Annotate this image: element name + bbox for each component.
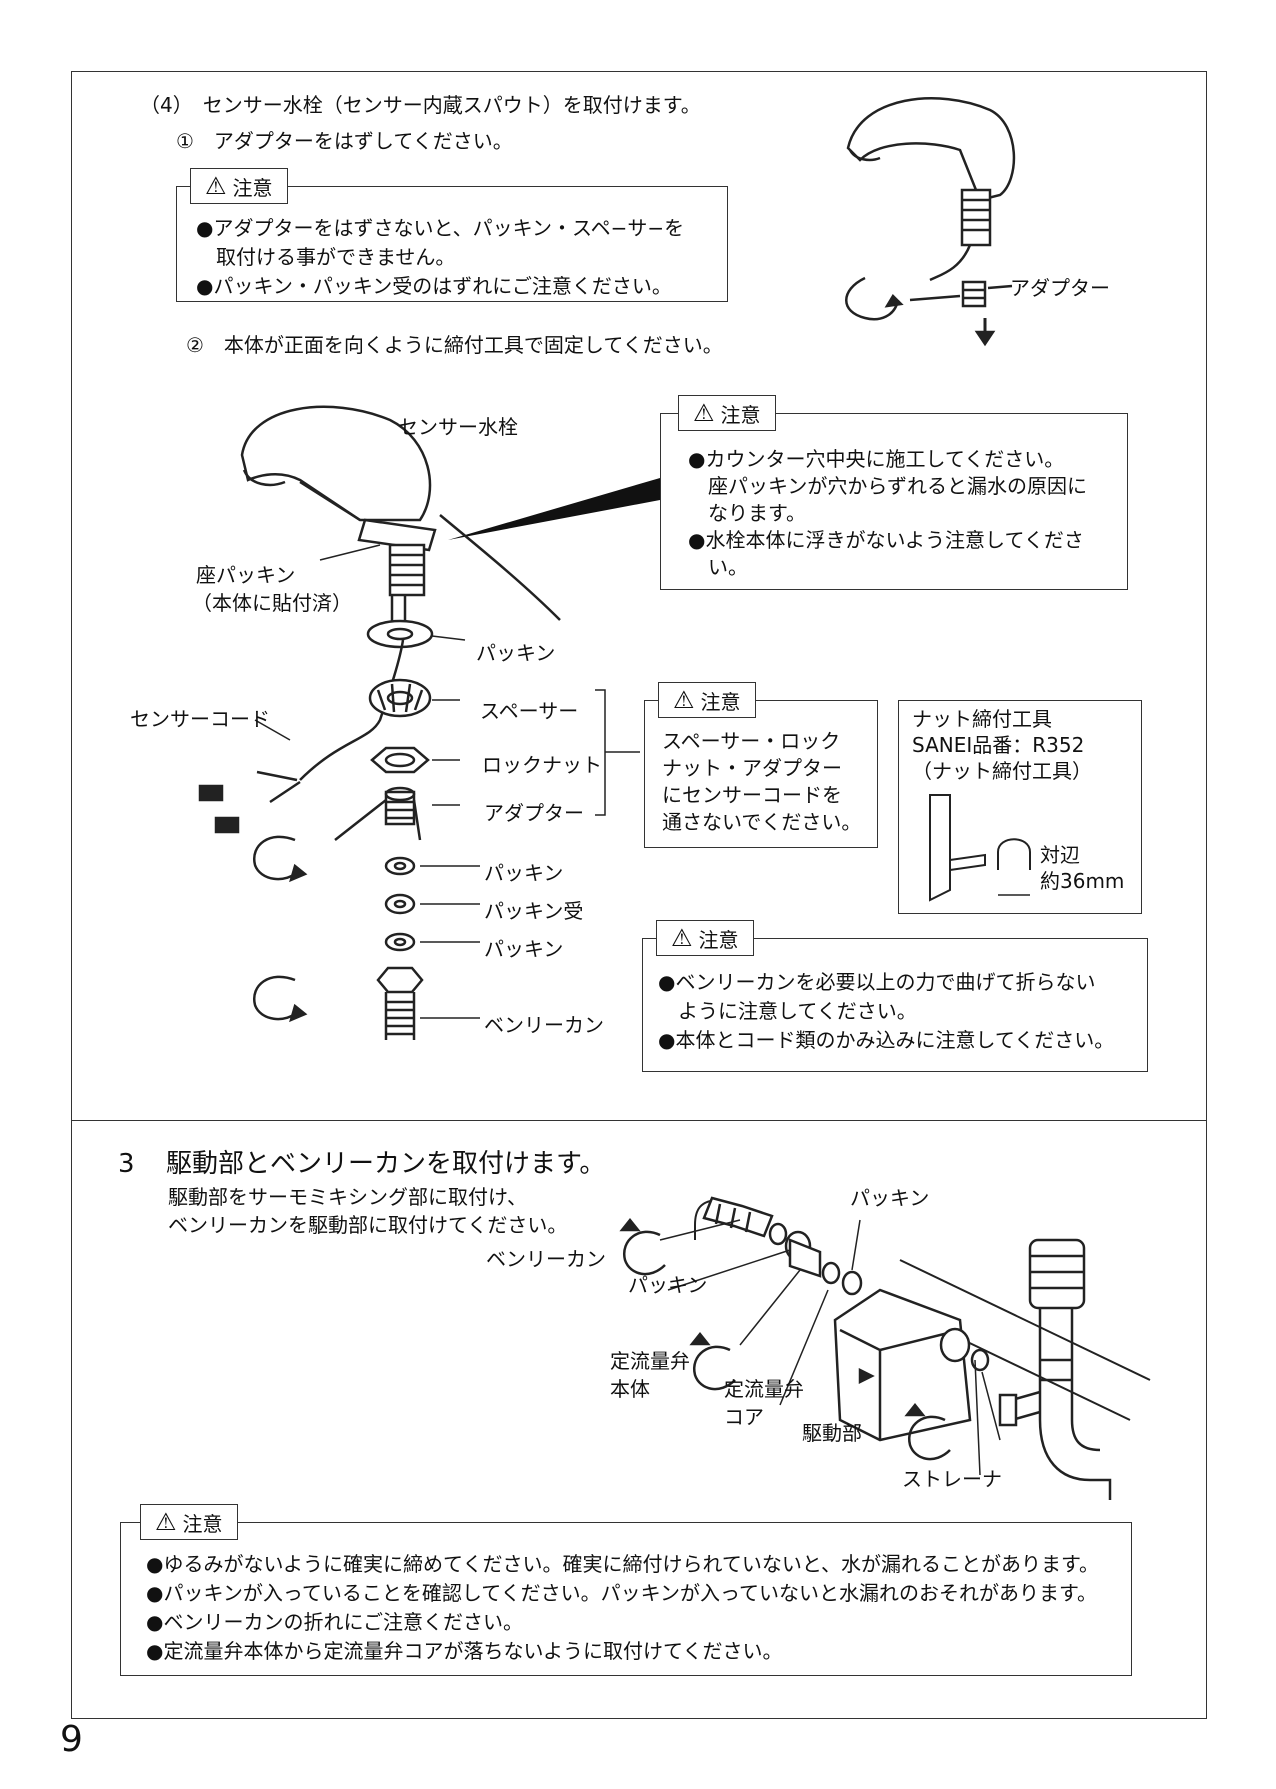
label-valve-core: コア	[724, 1405, 764, 1429]
caution-tab: ⚠ 注意	[678, 395, 776, 431]
warning-icon: ⚠	[671, 924, 693, 952]
caution-text: ●アダプターをはずさないと、パッキン・スペ−サ−を 取付ける事ができません。 ●…	[196, 214, 684, 301]
label-sensor-cord: センサーコード	[130, 707, 270, 731]
caution-line: ●本体とコード類のかみ込みに注意してください。	[658, 1028, 1115, 1052]
label-adapter: アダプター	[484, 801, 584, 825]
warning-icon: ⚠	[205, 172, 227, 200]
caution-line: ●アダプターをはずさないと、パッキン・スペ−サ−を	[196, 216, 685, 240]
label-seat-packing-note: （本体に貼付済）	[192, 591, 352, 615]
caution-line: ●パッキンが入っていることを確認してください。パッキンが入っていないと水漏れのお…	[146, 1581, 1098, 1605]
label-packing: パッキン	[484, 937, 564, 961]
caution-title: 注意	[182, 1511, 223, 1536]
step1-text: ① アダプターをはずしてください。	[176, 129, 513, 153]
section3-desc: ベンリーカンを駆動部に取付けてください。	[168, 1213, 568, 1237]
caution-tab: ⚠ 注意	[140, 1504, 238, 1540]
label-lock-nut: ロックナット	[482, 753, 602, 777]
label-seat-packing: 座パッキン	[196, 563, 296, 587]
step2-text: ② 本体が正面を向くように締付工具で固定してください。	[186, 333, 723, 357]
page-frame	[71, 71, 1207, 1719]
caution-text: ●ベンリーカンを必要以上の力で曲げて折らない ように注意してください。 ●本体と…	[658, 968, 1114, 1055]
tool-box-line: （ナット締付工具）	[912, 759, 1092, 783]
caution-line: ●ゆるみがないように確実に締めてください。確実に締付けられていないと、水が漏れる…	[146, 1552, 1100, 1576]
caution-title: 注意	[232, 175, 273, 200]
label-packing: パッキン	[484, 861, 564, 885]
caution-text: ●カウンター穴中央に施工してください。 座パッキンが穴からずれると漏水の原因に …	[688, 446, 1087, 581]
caution-line: 取付ける事ができません。	[196, 245, 456, 269]
tool-size-label: 対辺	[1040, 843, 1080, 867]
warning-icon: ⚠	[693, 399, 715, 427]
caution-line: ように注意してください。	[658, 999, 917, 1023]
caution-title: 注意	[698, 927, 739, 952]
caution-tab: ⚠ 注意	[658, 682, 756, 718]
caution-box-cord	[644, 700, 878, 848]
label-drive-unit: 駆動部	[802, 1421, 862, 1445]
caution-line: なります。	[688, 501, 806, 525]
caution-line: にセンサーコードを	[662, 783, 842, 807]
caution-line: ●パッキン・パッキン受のはずれにご注意ください。	[196, 274, 672, 298]
tool-size-value: 約36mm	[1040, 869, 1125, 893]
caution-box-flexible-pipe	[642, 938, 1148, 1072]
caution-line: ●ベンリーカンの折れにご注意ください。	[146, 1610, 524, 1634]
section3-heading: 駆動部とベンリーカンを取付けます。	[166, 1149, 606, 1179]
caution-line: スペーサー・ロック	[662, 729, 841, 753]
caution-line: 通さないでください。	[662, 810, 862, 834]
caution-tab: ⚠ 注意	[656, 920, 754, 956]
caution-box-installation	[120, 1522, 1132, 1676]
caution-line: ●水栓本体に浮きがないよう注意してくださ	[688, 528, 1084, 552]
caution-text: スペーサー・ロック ナット・アダプター にセンサーコードを 通さないでください。	[662, 728, 861, 836]
page-number: 9	[60, 1719, 83, 1760]
section3-number: 3	[118, 1149, 135, 1179]
label-valve-body: 本体	[610, 1377, 650, 1401]
tool-box-line: SANEI品番：R352	[912, 733, 1085, 757]
section3-desc: 駆動部をサーモミキシング部に取付け、	[168, 1185, 527, 1209]
caution-line: 座パッキンが穴からずれると漏水の原因に	[688, 474, 1087, 498]
label-flexible-pipe: ベンリーカン	[484, 1013, 604, 1037]
label-flexible-pipe: ベンリーカン	[486, 1247, 606, 1271]
caution-tab: ⚠ 注意	[190, 168, 288, 204]
warning-icon: ⚠	[673, 686, 695, 714]
label-strainer: ストレーナ	[902, 1467, 1002, 1491]
label-spacer: スペーサー	[480, 699, 579, 723]
label-packing-receiver: パッキン受	[484, 899, 584, 923]
warning-icon: ⚠	[155, 1508, 177, 1536]
caution-line: ナット・アダプター	[662, 756, 842, 780]
caution-text: ●ゆるみがないように確実に締めてください。確実に締付けられていないと、水が漏れる…	[146, 1550, 1099, 1666]
caution-line: い。	[688, 555, 748, 579]
label-valve-core: 定流量弁	[724, 1377, 804, 1401]
caution-line: ●カウンター穴中央に施工してください。	[688, 447, 1065, 471]
label-adapter: アダプター	[1010, 276, 1110, 300]
label-valve-body: 定流量弁	[610, 1349, 690, 1373]
label-packing: パッキン	[850, 1186, 930, 1210]
label-packing: パッキン	[628, 1273, 708, 1297]
tool-box-text: ナット締付工具 SANEI品番：R352 （ナット締付工具）	[912, 706, 1092, 784]
caution-title: 注意	[720, 402, 761, 427]
caution-box-counter-hole	[660, 413, 1128, 590]
section-divider	[71, 1120, 1207, 1121]
section4-heading: （4） センサー水栓（センサー内蔵スパウト）を取付けます。	[140, 93, 701, 117]
caution-box-adapter	[176, 186, 728, 302]
caution-line: ●ベンリーカンを必要以上の力で曲げて折らない	[658, 970, 1096, 994]
label-sensor-faucet: センサー水栓	[398, 415, 518, 439]
tool-box-line: ナット締付工具	[912, 707, 1052, 731]
label-packing: パッキン	[476, 641, 556, 665]
caution-title: 注意	[700, 689, 741, 714]
caution-line: ●定流量弁本体から定流量弁コアが落ちないように取付けてください。	[146, 1639, 783, 1663]
